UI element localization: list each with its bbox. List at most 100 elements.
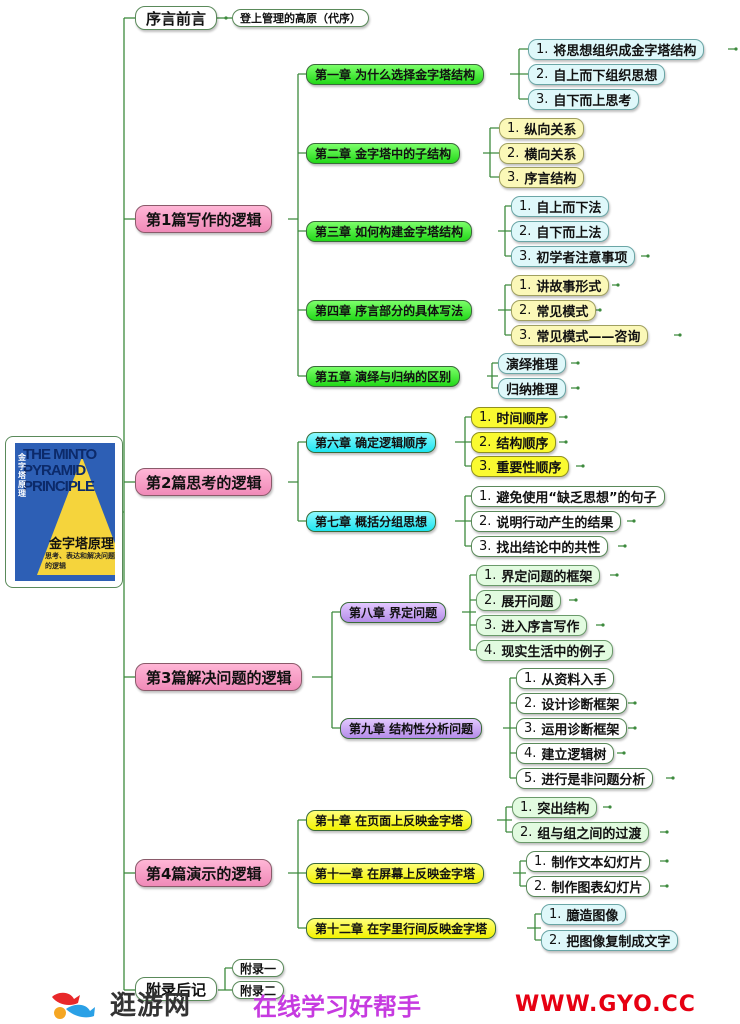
leaf-label: 进行是非问题分析 bbox=[541, 773, 646, 788]
leaf-node[interactable]: 1.制作文本幻灯片 bbox=[526, 851, 651, 872]
appendix-2-node[interactable]: 附录二 bbox=[232, 981, 285, 999]
watermark-banner: 逛游网 在线学习好帮手 WWW.GYO.CC bbox=[0, 985, 740, 1024]
leaf-node[interactable]: 2.自上而下组织思想 bbox=[528, 64, 666, 85]
chapter-1-node[interactable]: 第一章 为什么选择金字塔结构 bbox=[306, 64, 485, 85]
leaf-number: 2. bbox=[549, 933, 562, 948]
leaf-node[interactable]: 1.纵向关系 bbox=[499, 118, 585, 139]
leaf-node[interactable]: 1.避免使用“缺乏思想”的句子 bbox=[471, 486, 665, 507]
leaf-number: 4. bbox=[524, 746, 537, 761]
leaf-node[interactable]: 3.运用诊断框架 bbox=[516, 718, 628, 739]
leaf-node[interactable]: 3.常见模式——咨询 bbox=[511, 325, 649, 346]
part-2-node[interactable]: 第2篇思考的逻辑 bbox=[135, 468, 273, 496]
chapter-10-node[interactable]: 第十章 在页面上反映金字塔 bbox=[306, 810, 473, 831]
appendix-node[interactable]: 附录后记 bbox=[135, 977, 218, 1001]
part-1-node[interactable]: 第1篇写作的逻辑 bbox=[135, 205, 273, 233]
leaf-label: 横向关系 bbox=[524, 148, 577, 163]
site-slogan: 在线学习好帮手 bbox=[253, 993, 421, 1021]
chapter-6-node[interactable]: 第六章 确定逻辑顺序 bbox=[306, 432, 437, 453]
preface-child-node[interactable]: 登上管理的高原（代序） bbox=[232, 9, 369, 27]
leaf-number: 2. bbox=[484, 593, 497, 608]
leaf-number: 3. bbox=[524, 721, 537, 736]
leaf-node[interactable]: 2. 横向关系 bbox=[499, 143, 585, 164]
leaf-node[interactable]: 4.现实生活中的例子 bbox=[476, 640, 614, 661]
leaf-node[interactable]: 3.找出结论中的共性 bbox=[471, 536, 609, 557]
book-cover-node[interactable]: THE MINTO PYRAMID PRINCIPLE 金字塔原理 金字塔原理 … bbox=[5, 436, 123, 588]
leaf-node[interactable]: 2.结构顺序 bbox=[471, 432, 557, 453]
leaf-node[interactable]: 1.讲故事形式 bbox=[511, 275, 610, 296]
chapter-12-node[interactable]: 第十二章 在字里行间反映金字塔 bbox=[306, 918, 497, 939]
chapter-label: 第三章 如何构建金字塔结构 bbox=[315, 225, 464, 239]
leaf-label: 自下而上法 bbox=[536, 226, 602, 241]
leaf-node[interactable]: 3.自下而上思考 bbox=[528, 89, 640, 110]
chapter-label: 第七章 概括分组思想 bbox=[315, 515, 428, 529]
leaf-node[interactable]: 1.时间顺序 bbox=[471, 407, 557, 428]
leaf-label: 把图像复制成文字 bbox=[566, 935, 671, 950]
leaf-label: 组与组之间的过渡 bbox=[537, 827, 642, 842]
leaf-label: 从资料入手 bbox=[541, 673, 607, 688]
chapter-5-node[interactable]: 第五章 演绎与归纳的区别 bbox=[306, 366, 461, 387]
chapter-2-node[interactable]: 第二章 金字塔中的子结构 bbox=[306, 143, 461, 164]
leaf-label: 归纳推理 bbox=[506, 383, 559, 398]
part-3-node[interactable]: 第3篇解决问题的逻辑 bbox=[135, 663, 303, 691]
preface-label: 序言前言 bbox=[146, 9, 207, 28]
leaf-node[interactable]: 2.制作图表幻灯片 bbox=[526, 876, 651, 897]
leaf-number: 3. bbox=[507, 170, 520, 185]
leaf-label: 界定问题的框架 bbox=[501, 570, 593, 585]
part-2-label: 第2篇思考的逻辑 bbox=[146, 473, 262, 492]
leaf-number: 2. bbox=[534, 879, 547, 894]
leaf-node[interactable]: 2.组与组之间的过渡 bbox=[512, 822, 650, 843]
preface-node[interactable]: 序言前言 bbox=[135, 6, 218, 30]
leaf-node[interactable]: 4.建立逻辑树 bbox=[516, 743, 615, 764]
book-cover-image: THE MINTO PYRAMID PRINCIPLE 金字塔原理 金字塔原理 … bbox=[15, 443, 115, 581]
chapter-8-node[interactable]: 第八章 界定问题 bbox=[340, 602, 447, 623]
leaf-label: 制作文本幻灯片 bbox=[551, 856, 643, 871]
leaf-node[interactable]: 3.重要性顺序 bbox=[471, 456, 570, 477]
leaf-number: 3. bbox=[479, 539, 492, 554]
leaf-node[interactable]: 1. 界定问题的框架 bbox=[476, 565, 601, 586]
leaf-node[interactable]: 1.从资料入手 bbox=[516, 668, 615, 689]
book-spine: 金字塔原理 bbox=[18, 453, 26, 498]
chapter-11-node[interactable]: 第十一章 在屏幕上反映金字塔 bbox=[306, 863, 485, 884]
leaf-node[interactable]: 2. 把图像复制成文字 bbox=[541, 930, 679, 951]
chapter-label: 第四章 序言部分的具体写法 bbox=[315, 304, 464, 318]
leaf-node[interactable]: 3.初学者注意事项 bbox=[511, 246, 636, 267]
leaf-node[interactable]: 1.自上而下法 bbox=[511, 196, 610, 217]
leaf-node[interactable]: 1.突出结构 bbox=[512, 797, 598, 818]
leaf-node[interactable]: 演绎推理 bbox=[498, 353, 567, 374]
preface-child-label: 登上管理的高原（代序） bbox=[240, 12, 361, 25]
leaf-node[interactable]: 2.自下而上法 bbox=[511, 221, 610, 242]
chapter-9-node[interactable]: 第九章 结构性分析问题 bbox=[340, 718, 483, 739]
leaf-number: 2. bbox=[536, 67, 549, 82]
book-subtitle: 思考、表达和解决问题的逻辑 bbox=[45, 552, 115, 570]
chapter-3-node[interactable]: 第三章 如何构建金字塔结构 bbox=[306, 221, 473, 242]
chapter-label: 第一章 为什么选择金字塔结构 bbox=[315, 68, 476, 82]
leaf-number: 2. bbox=[507, 146, 520, 161]
chapter-7-node[interactable]: 第七章 概括分组思想 bbox=[306, 511, 437, 532]
leaf-node[interactable]: 2.常见模式 bbox=[511, 300, 597, 321]
appendix-1-node[interactable]: 附录一 bbox=[232, 959, 285, 977]
leaf-label: 突出结构 bbox=[537, 802, 590, 817]
leaf-number: 1. bbox=[484, 568, 497, 583]
chapter-label: 第二章 金字塔中的子结构 bbox=[315, 147, 452, 161]
chapter-label: 第九章 结构性分析问题 bbox=[349, 722, 474, 736]
leaf-node[interactable]: 3. 序言结构 bbox=[499, 167, 585, 188]
leaf-label: 展开问题 bbox=[501, 595, 554, 610]
leaf-node[interactable]: 2.说明行动产生的结果 bbox=[471, 511, 622, 532]
leaf-number: 3. bbox=[484, 618, 497, 633]
leaf-node[interactable]: 2. 展开问题 bbox=[476, 590, 562, 611]
leaf-node[interactable]: 5.进行是非问题分析 bbox=[516, 768, 654, 789]
leaf-label: 序言结构 bbox=[524, 172, 577, 187]
chapter-4-node[interactable]: 第四章 序言部分的具体写法 bbox=[306, 300, 473, 321]
chapter-label: 第八章 界定问题 bbox=[349, 606, 438, 620]
leaf-node[interactable]: 1.将思想组织成金字塔结构 bbox=[528, 39, 705, 60]
site-name: 逛游网 bbox=[110, 991, 192, 1021]
leaf-node[interactable]: 3.进入序言写作 bbox=[476, 615, 588, 636]
leaf-label: 避免使用“缺乏思想”的句子 bbox=[496, 491, 657, 506]
part-4-node[interactable]: 第4篇演示的逻辑 bbox=[135, 859, 273, 887]
leaf-node[interactable]: 2.设计诊断框架 bbox=[516, 693, 628, 714]
leaf-label: 初学者注意事项 bbox=[536, 251, 628, 266]
leaf-node[interactable]: 归纳推理 bbox=[498, 378, 567, 399]
leaf-node[interactable]: 1.臆造图像 bbox=[541, 904, 627, 925]
part-3-label: 第3篇解决问题的逻辑 bbox=[146, 668, 292, 687]
